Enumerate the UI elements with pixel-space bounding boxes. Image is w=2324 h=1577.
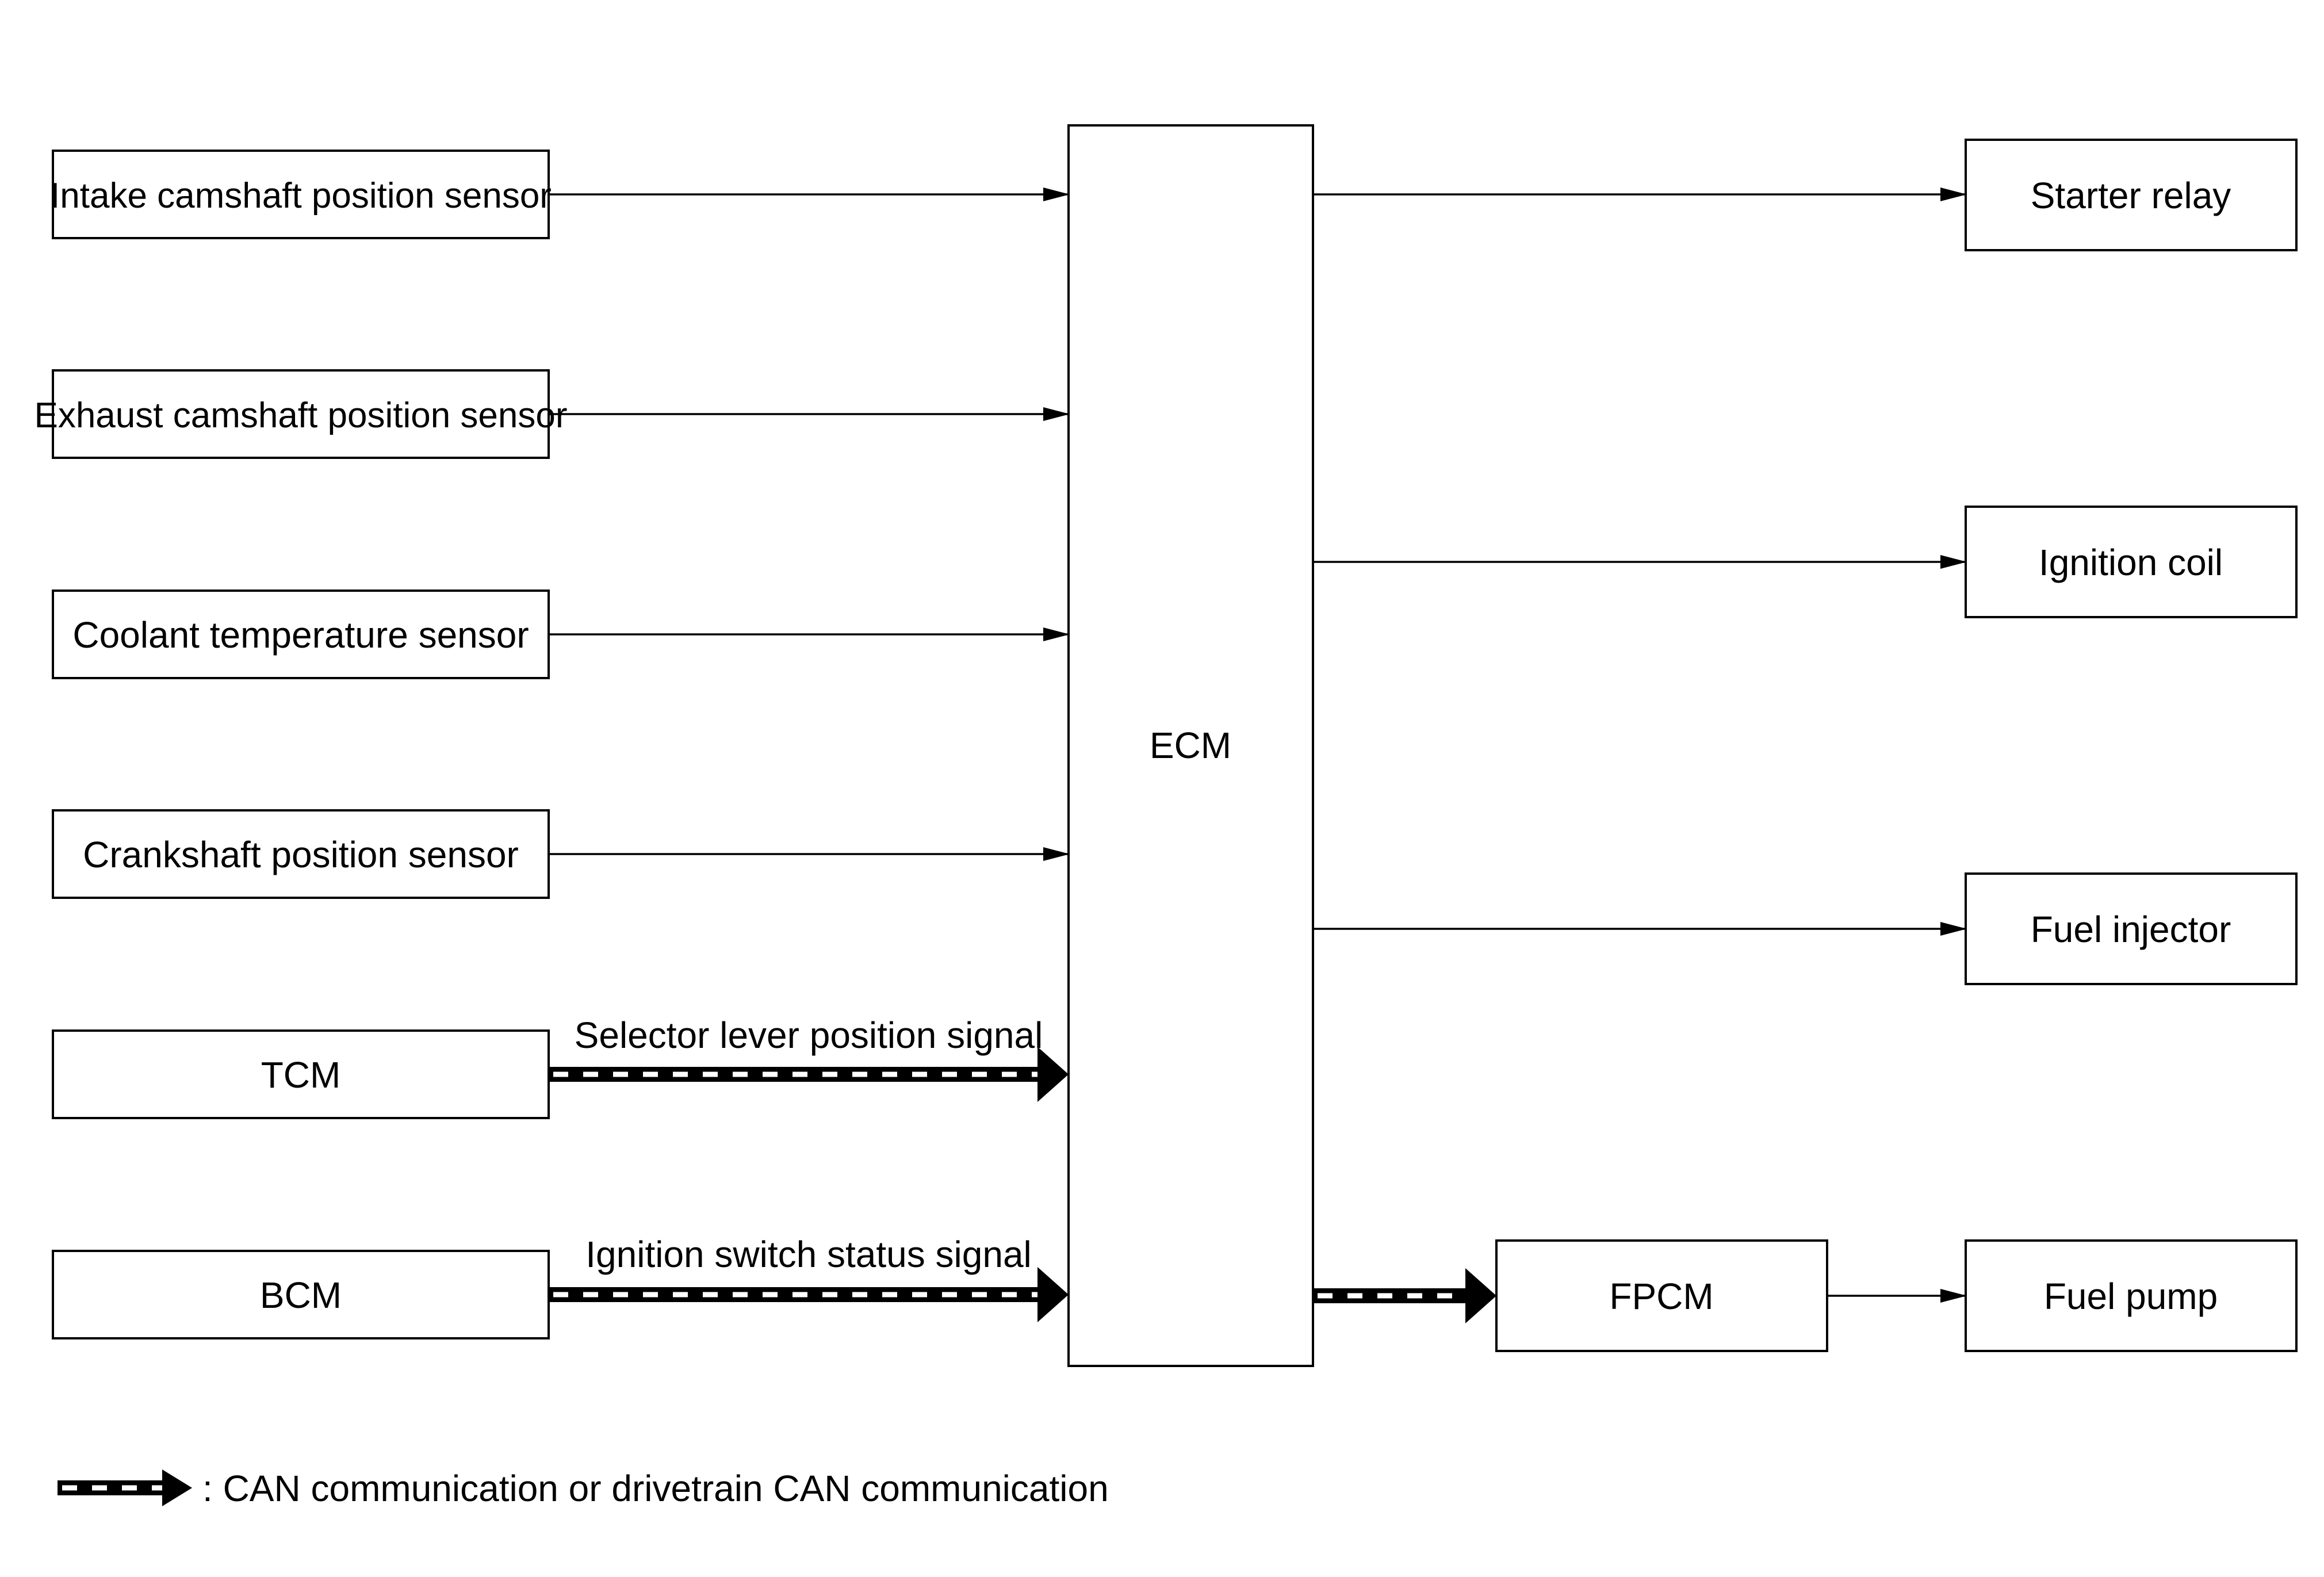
input-exhaust-camshaft-sensor: Exhaust camshaft position sensor	[34, 369, 568, 459]
ecm-block: ECM	[1067, 124, 1314, 1367]
input-label: TCM	[261, 1054, 341, 1096]
fpcm-label: FPCM	[1609, 1276, 1713, 1317]
legend-can-line-icon	[58, 1469, 192, 1506]
output-label: Fuel injector	[2031, 909, 2231, 950]
fpcm-block: FPCM	[1495, 1239, 1828, 1352]
input-label: BCM	[260, 1274, 342, 1316]
input-bcm: BCM	[52, 1250, 550, 1339]
can-line-ecm-to-fpcm	[1313, 1268, 1496, 1323]
input-label: Crankshaft position sensor	[83, 834, 519, 875]
input-tcm: TCM	[52, 1029, 550, 1119]
input-intake-camshaft-sensor: Intake camshaft position sensor	[50, 150, 552, 239]
input-label: Intake camshaft position sensor	[50, 176, 552, 216]
output-label: Ignition coil	[2039, 542, 2223, 583]
output-fuel-injector: Fuel injector	[1965, 872, 2298, 985]
legend-label: : CAN communication or drivetrain CAN co…	[202, 1468, 1109, 1509]
input-label: Exhaust camshaft position sensor	[34, 396, 567, 435]
output-starter-relay: Starter relay	[1965, 139, 2298, 251]
bcm-signal-label: Ignition switch status signal	[585, 1234, 1032, 1275]
input-crankshaft-position-sensor: Crankshaft position sensor	[52, 809, 550, 899]
input-coolant-temperature-sensor: Coolant temperature sensor	[52, 590, 550, 679]
output-ignition-coil: Ignition coil	[1965, 506, 2298, 618]
output-fuel-pump: Fuel pump	[1965, 1239, 2298, 1352]
ecm-label: ECM	[1150, 725, 1231, 766]
input-label: Coolant temperature sensor	[72, 614, 529, 656]
output-label: Fuel pump	[2044, 1276, 2218, 1317]
legend: : CAN communication or drivetrain CAN co…	[58, 1468, 1109, 1509]
can-line-tcm-to-ecm	[549, 1047, 1069, 1102]
tcm-signal-label: Selector lever position signal	[575, 1015, 1043, 1056]
can-line-bcm-to-ecm	[549, 1267, 1069, 1322]
output-label: Starter relay	[2031, 175, 2231, 216]
